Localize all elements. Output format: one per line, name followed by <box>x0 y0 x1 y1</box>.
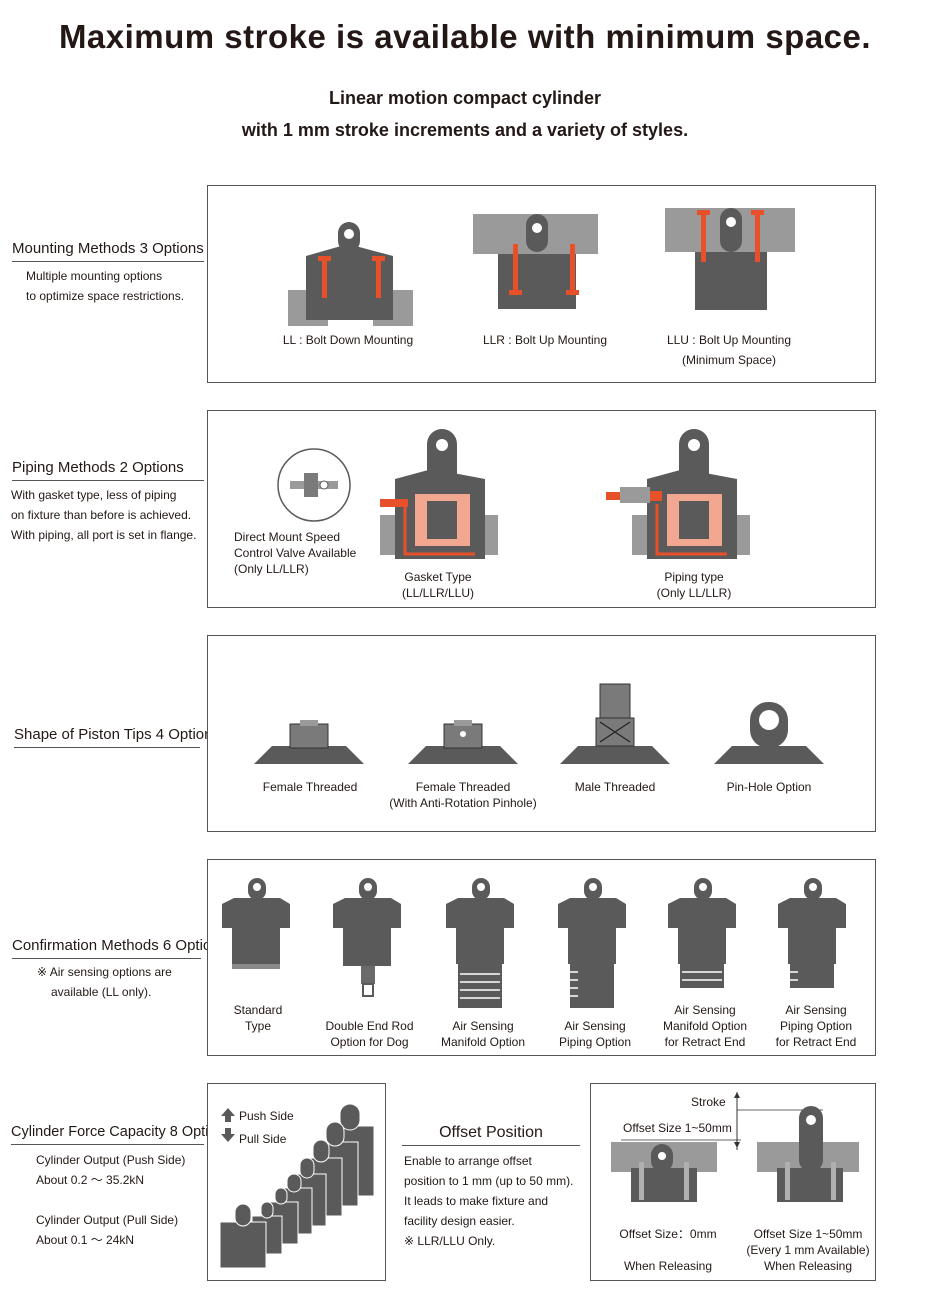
pin-hole-icon <box>714 702 824 764</box>
offset-right-caption: Offset Size 1~50mm (Every 1 mm Available… <box>746 1227 870 1273</box>
llu-caption: LLU : Bolt Up Mounting (Minimum Space) <box>666 333 792 367</box>
valve-detail-icon <box>277 448 351 522</box>
mounting-box: LL : Bolt Down Mounting LLR : Bolt Up Mo… <box>207 185 876 383</box>
piping-title: Piping Methods 2 Options <box>12 459 204 481</box>
gasket-caption: Gasket Type (LL/LLR/LLU) <box>401 570 475 600</box>
valve-note: Direct Mount Speed Control Valve Availab… <box>234 530 357 576</box>
force-push-desc: Cylinder Output (Push Side) About 0.2 ～ … <box>36 1153 186 1187</box>
air-sensing-manifold-icon <box>446 878 514 1008</box>
offset-desc: Enable to arrange offset position to 1 m… <box>404 1154 574 1248</box>
mounting-desc: Multiple mounting options to optimize sp… <box>26 269 185 303</box>
subtitle-line-2: with 1 mm stroke increments and a variet… <box>241 120 689 140</box>
offset-illustration <box>611 1092 859 1202</box>
tip-caption-1: Female Threaded <box>262 780 358 794</box>
tips-box: Female Threaded Female Threaded (With An… <box>207 635 876 832</box>
stroke-label: Stroke <box>691 1095 726 1109</box>
offset-title: Offset Position <box>402 1124 580 1146</box>
offset-box: Stroke Offset Size 1~50mm Offset Size：0m… <box>590 1083 876 1281</box>
piping-type-illustration <box>606 429 750 559</box>
tip-caption-4: Pin-Hole Option <box>726 780 812 794</box>
confirm-desc: ※ Air sensing options are available (LL … <box>37 965 172 999</box>
standard-type-icon <box>222 878 290 969</box>
double-end-rod-icon <box>333 878 401 997</box>
llu-mount-illustration <box>665 208 795 310</box>
ll-caption: LL : Bolt Down Mounting <box>282 333 414 347</box>
tips-title: Shape of Piston Tips 4 Options <box>14 726 220 748</box>
push-legend: Push Side <box>239 1109 294 1123</box>
confirm-title: Confirmation Methods 6 Options <box>12 937 227 959</box>
piping-box: Direct Mount Speed Control Valve Availab… <box>207 410 876 608</box>
offset-size-label: Offset Size 1~50mm <box>623 1121 732 1135</box>
tip-caption-3: Male Threaded <box>574 780 656 794</box>
force-pull-desc: Cylinder Output (Pull Side) About 0.1 ～ … <box>36 1213 179 1247</box>
push-pull-arrows-icon <box>221 1108 235 1142</box>
llr-caption: LLR : Bolt Up Mounting <box>482 333 608 347</box>
force-box: Push Side Pull Side <box>207 1083 386 1281</box>
male-threaded-icon <box>560 683 670 764</box>
cylinder-sizes-illustration <box>219 1103 375 1269</box>
ll-mount-illustration <box>288 222 413 326</box>
tip-caption-2: Female Threaded (With Anti-Rotation Pinh… <box>389 780 537 810</box>
piping-desc: With gasket type, less of piping on fixt… <box>11 488 197 542</box>
llr-mount-illustration <box>473 214 598 309</box>
air-sensing-manifold-retract-icon <box>668 878 736 988</box>
piping-caption: Piping type (Only LL/LLR) <box>656 570 732 600</box>
air-sensing-piping-retract-icon <box>778 878 846 988</box>
female-threaded-icon <box>254 720 364 764</box>
page-title: Maximum stroke is available with minimum… <box>58 18 872 55</box>
force-title: Cylinder Force Capacity 8 Options <box>11 1124 232 1145</box>
mounting-title: Mounting Methods 3 Options <box>12 240 204 262</box>
subtitle-line-1: Linear motion compact cylinder <box>328 88 602 108</box>
air-sensing-piping-icon <box>558 878 626 1008</box>
gasket-type-illustration <box>380 429 498 559</box>
offset-left-caption: Offset Size：0mm When Releasing <box>619 1227 717 1273</box>
female-threaded-pinhole-icon <box>408 720 518 764</box>
pull-legend: Pull Side <box>239 1132 287 1146</box>
